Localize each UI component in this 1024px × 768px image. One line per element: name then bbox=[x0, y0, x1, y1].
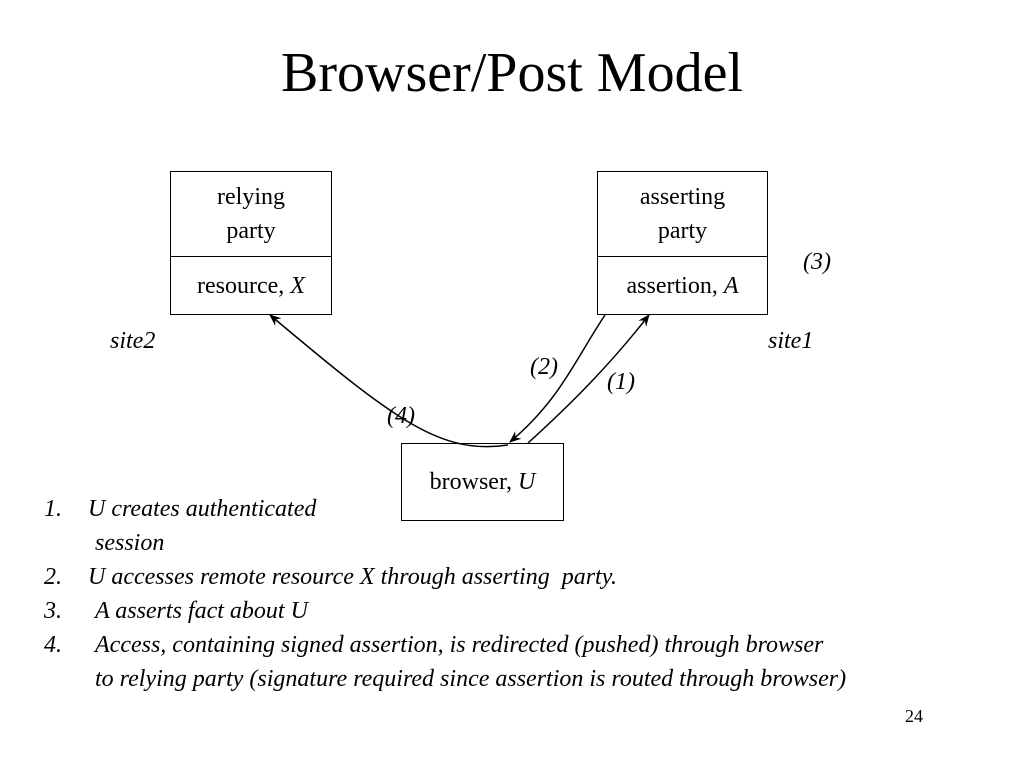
asserting-party-box: asserting party assertion, A bbox=[597, 171, 768, 315]
assertion-var: A bbox=[723, 272, 739, 299]
asserting-party-header: asserting party bbox=[598, 172, 767, 257]
browser-label: browser, bbox=[429, 468, 518, 495]
asserting-party-line1: asserting bbox=[639, 184, 726, 210]
site1-label: site1 bbox=[768, 328, 814, 354]
note-3: 3. A asserts fact about U bbox=[44, 594, 1004, 628]
note-4-line-1: Access, containing signed assertion, is … bbox=[95, 632, 824, 658]
note-3-number: 3. bbox=[44, 598, 62, 624]
note-4: 4. Access, containing signed assertion, … bbox=[44, 628, 1004, 696]
note-4-line-2: to relying party (signature required sin… bbox=[95, 666, 847, 692]
slide-title: Browser/Post Model bbox=[281, 42, 743, 104]
resource-label: resource, bbox=[197, 272, 291, 299]
note-2: 2. U accesses remote resource X through … bbox=[44, 560, 1004, 594]
note-1-number: 1. bbox=[44, 496, 62, 522]
relying-party-line2: party bbox=[226, 218, 276, 244]
note-2-number: 2. bbox=[44, 564, 62, 590]
step-3-label: (3) bbox=[803, 249, 831, 275]
note-3-line-1: A asserts fact about U bbox=[95, 598, 308, 624]
step-1-label: (1) bbox=[607, 369, 635, 395]
note-4-number: 4. bbox=[44, 632, 62, 658]
note-2-line-1: U accesses remote resource X through ass… bbox=[88, 564, 618, 590]
arrow-step-4 bbox=[269, 314, 509, 448]
relying-party-header: relying party bbox=[171, 172, 331, 257]
resource-cell: resource, X bbox=[171, 257, 331, 315]
browser-var: U bbox=[518, 468, 536, 495]
assertion-label: assertion, bbox=[626, 272, 724, 299]
note-1-line-2: session bbox=[95, 530, 165, 556]
step-4-label: (4) bbox=[387, 403, 415, 429]
note-1: 1. U creates authenticated session bbox=[44, 492, 1004, 560]
relying-party-box: relying party resource, X bbox=[170, 171, 332, 315]
page-number: 24 bbox=[905, 706, 923, 726]
site2-label: site2 bbox=[110, 328, 156, 354]
step-2-label: (2) bbox=[530, 354, 558, 380]
relying-party-line1: relying bbox=[217, 184, 285, 210]
resource-var: X bbox=[290, 272, 305, 299]
note-1-line-1: U creates authenticated bbox=[88, 496, 317, 522]
step-notes: 1. U creates authenticated session 2. U … bbox=[44, 492, 1004, 696]
arrow-step-2 bbox=[509, 314, 606, 443]
arrow-step-1 bbox=[527, 314, 650, 444]
asserting-party-line2: party bbox=[657, 218, 708, 244]
assertion-cell: assertion, A bbox=[598, 257, 767, 315]
browser-box: browser, U bbox=[401, 443, 564, 521]
